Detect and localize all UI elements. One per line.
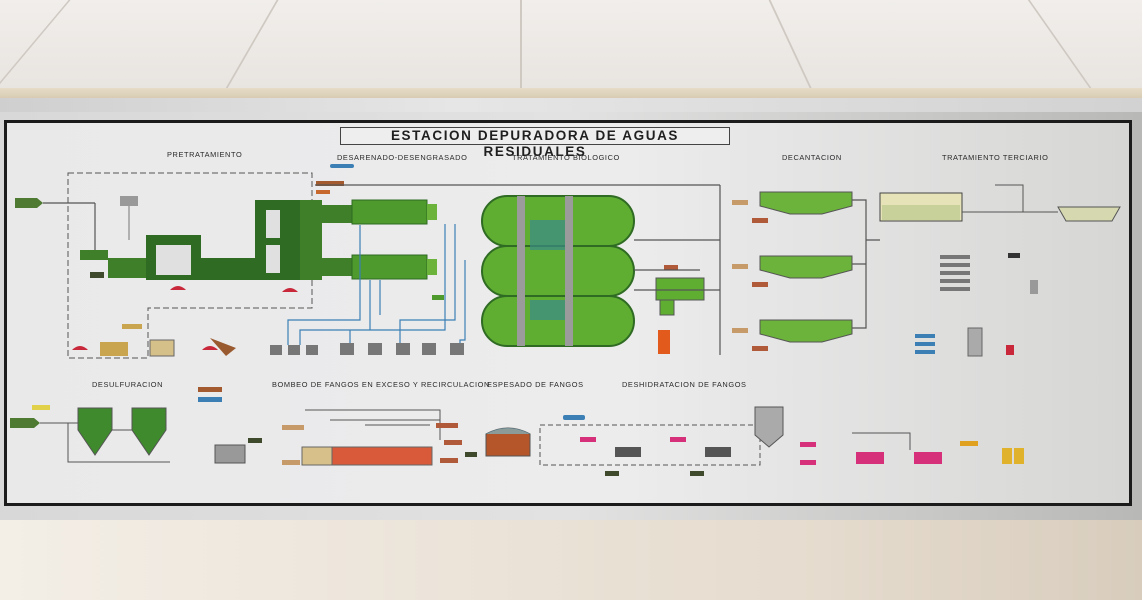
diffuser-grid bbox=[530, 220, 565, 250]
float-well bbox=[301, 446, 333, 466]
ceiling-seam bbox=[520, 0, 522, 92]
grit-chamber-2 bbox=[351, 254, 428, 280]
section-terciario: TRATAMIENTO TERCIARIO bbox=[942, 153, 1049, 162]
tank bbox=[214, 444, 246, 464]
screenings-container bbox=[282, 288, 298, 292]
desulfurization-tower-2 bbox=[131, 407, 167, 456]
ceiling-molding bbox=[0, 88, 1142, 98]
air-pipes bbox=[287, 224, 466, 345]
inlet-tag bbox=[15, 198, 43, 208]
tag bbox=[90, 272, 104, 278]
section-desulfuracion: DESULFURACION bbox=[92, 380, 164, 389]
dewatering-boundary bbox=[539, 424, 761, 466]
air-tag bbox=[330, 164, 354, 168]
selector-tank bbox=[655, 277, 705, 301]
section-espesado: ESPESADO DE FANGOS bbox=[487, 380, 584, 389]
section-biologico: TRATAMIENTO BIOLOGICO bbox=[512, 153, 620, 162]
screenings-container bbox=[170, 286, 186, 290]
section-pretratamiento: PRETRATAMIENTO bbox=[167, 150, 243, 159]
blowers bbox=[270, 343, 464, 355]
pressure-vessel bbox=[1030, 280, 1038, 294]
section-desarenado: DESARENADO-DESENGRASADO bbox=[337, 153, 468, 162]
tag bbox=[664, 265, 678, 270]
biogas-tag bbox=[10, 418, 40, 428]
channel bbox=[108, 258, 146, 278]
filters bbox=[940, 255, 970, 291]
polyelectrolyte-tank-2 bbox=[914, 452, 942, 464]
secondary-clarifiers bbox=[732, 191, 853, 351]
grit-chamber-1 bbox=[351, 199, 428, 225]
centrifuge-2 bbox=[705, 447, 731, 457]
polyelectrolyte-tank-1 bbox=[856, 452, 884, 464]
tag bbox=[432, 295, 444, 300]
walkway bbox=[565, 196, 573, 346]
pump-well bbox=[200, 258, 255, 280]
section-bombeo: BOMBEO DE FANGOS EN EXCESO Y RECIRCULACI… bbox=[272, 380, 490, 389]
desulfurization-tower-1 bbox=[77, 407, 113, 456]
tag bbox=[122, 324, 142, 329]
section-decantacion: DECANTACION bbox=[782, 153, 842, 162]
sludge-silo bbox=[754, 406, 784, 448]
reuse-pond bbox=[1057, 206, 1121, 222]
walkway bbox=[517, 196, 525, 346]
tag bbox=[32, 405, 50, 410]
biological-reactors bbox=[481, 195, 635, 347]
wall-lower bbox=[0, 520, 1142, 600]
deodorizer bbox=[967, 327, 983, 357]
tag bbox=[316, 181, 344, 186]
sand-container bbox=[202, 346, 218, 350]
diffuser-grid bbox=[530, 300, 565, 320]
tag bbox=[316, 190, 330, 194]
dosing-tank bbox=[658, 330, 670, 354]
tag bbox=[1006, 345, 1014, 355]
ceiling bbox=[0, 0, 1142, 92]
pretreatment-boundary bbox=[67, 172, 313, 359]
sand-classifier bbox=[210, 338, 236, 356]
clarifier-1 bbox=[759, 191, 853, 215]
clarifier-2 bbox=[759, 255, 853, 279]
reagent-tank bbox=[1002, 448, 1012, 464]
sludge-wells bbox=[331, 446, 433, 466]
centrifuge-1 bbox=[615, 447, 641, 457]
grease-concentrator bbox=[100, 342, 128, 356]
well bbox=[80, 250, 108, 260]
panel-title: ESTACION DEPURADORA DE AGUAS RESIDUALES bbox=[340, 127, 730, 159]
tag bbox=[1008, 253, 1020, 258]
grit-container bbox=[72, 346, 88, 350]
reactor-2 bbox=[481, 245, 635, 297]
clarifier-3 bbox=[759, 319, 853, 343]
section-deshidratacion: DESHIDRATACION DE FANGOS bbox=[622, 380, 747, 389]
crane bbox=[120, 196, 138, 206]
grease-tank bbox=[149, 339, 175, 357]
